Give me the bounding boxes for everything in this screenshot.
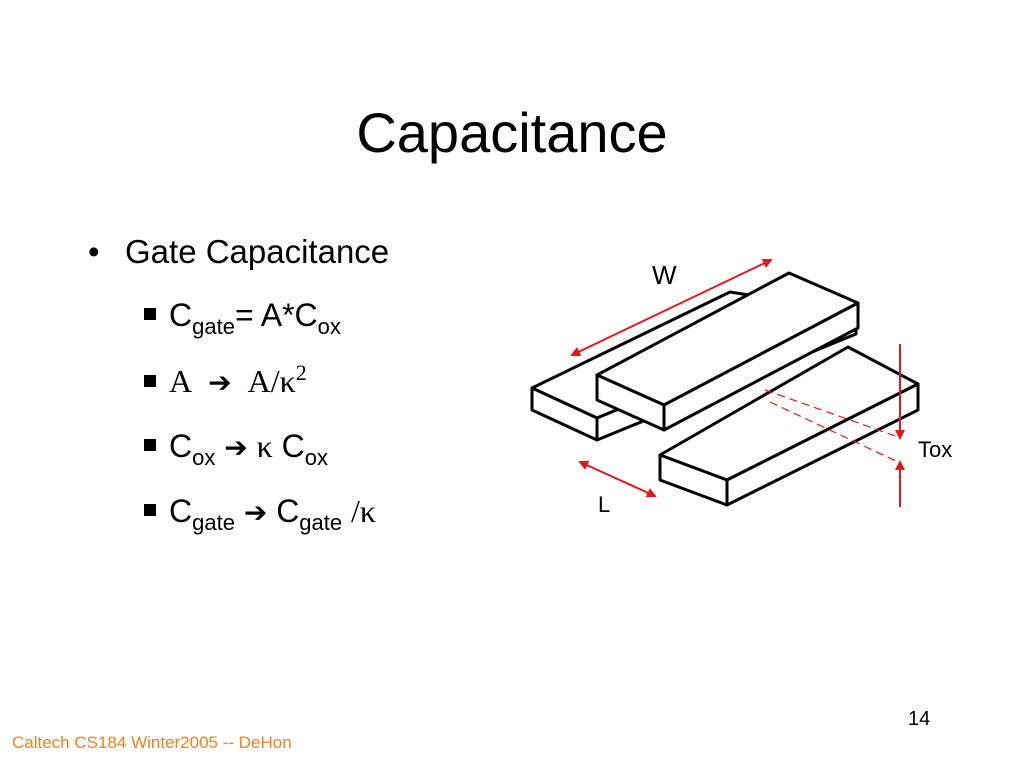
slash: / <box>351 493 360 529</box>
width-arrow <box>570 258 773 357</box>
symbol-a-over: A/ <box>247 363 280 399</box>
square-bullet-icon <box>144 438 156 451</box>
lower-right-slab <box>658 345 920 507</box>
length-arrow <box>578 460 657 498</box>
subscript-ox: ox <box>317 314 341 339</box>
sub-bullet-area-scaling: A ➔ A/κ2 <box>144 359 307 405</box>
subscript-gate: gate <box>192 314 235 339</box>
symbol-c: C <box>169 297 193 333</box>
superscript-2: 2 <box>295 360 307 385</box>
footer-text: Caltech CS184 Winter2005 -- DeHon <box>12 733 292 752</box>
subscript-ox: ox <box>304 445 328 470</box>
page-number: 14 <box>908 708 931 730</box>
right-arrow-icon: ➔ <box>208 366 232 399</box>
symbol-kappa: κ <box>359 493 377 529</box>
symbol-a: A <box>169 363 193 399</box>
symbol-kappa: κ <box>256 428 273 464</box>
sub-bullet-cgate-scaling: Cgate ➔ Cgate /κ <box>144 489 376 535</box>
symbol-kappa: κ <box>279 363 296 399</box>
symbol-c: C <box>276 493 300 529</box>
bullet-dot-icon: • <box>88 233 100 270</box>
right-arrow-icon: ➔ <box>224 431 248 464</box>
sub-bullet-cgate-formula: Cgate= A*Cox <box>144 293 341 339</box>
bullet-gate-capacitance: • Gate Capacitance <box>88 230 389 274</box>
formula-text: = A*C <box>234 297 318 333</box>
square-bullet-icon <box>144 307 156 320</box>
gate-capacitor-diagram: W L Tox <box>530 258 952 517</box>
label-w: W <box>652 260 677 290</box>
subscript-gate: gate <box>192 510 235 535</box>
bullet-text: Gate Capacitance <box>125 233 390 270</box>
sub-bullet-cox-scaling: Cox ➔ κ Cox <box>144 424 328 470</box>
subscript-gate: gate <box>299 510 343 535</box>
label-tox: Tox <box>918 437 952 462</box>
subscript-ox: ox <box>192 445 216 470</box>
tox-dashed-bottom <box>769 401 899 463</box>
tox-dashed-top <box>764 389 899 438</box>
square-bullet-icon <box>144 503 156 516</box>
right-arrow-icon: ➔ <box>243 496 268 529</box>
symbol-c: C <box>281 428 305 464</box>
square-bullet-icon <box>144 374 156 387</box>
slide-title: Capacitance <box>356 101 668 164</box>
symbol-c: C <box>169 493 193 529</box>
label-l: L <box>598 492 610 517</box>
symbol-c: C <box>169 428 193 464</box>
